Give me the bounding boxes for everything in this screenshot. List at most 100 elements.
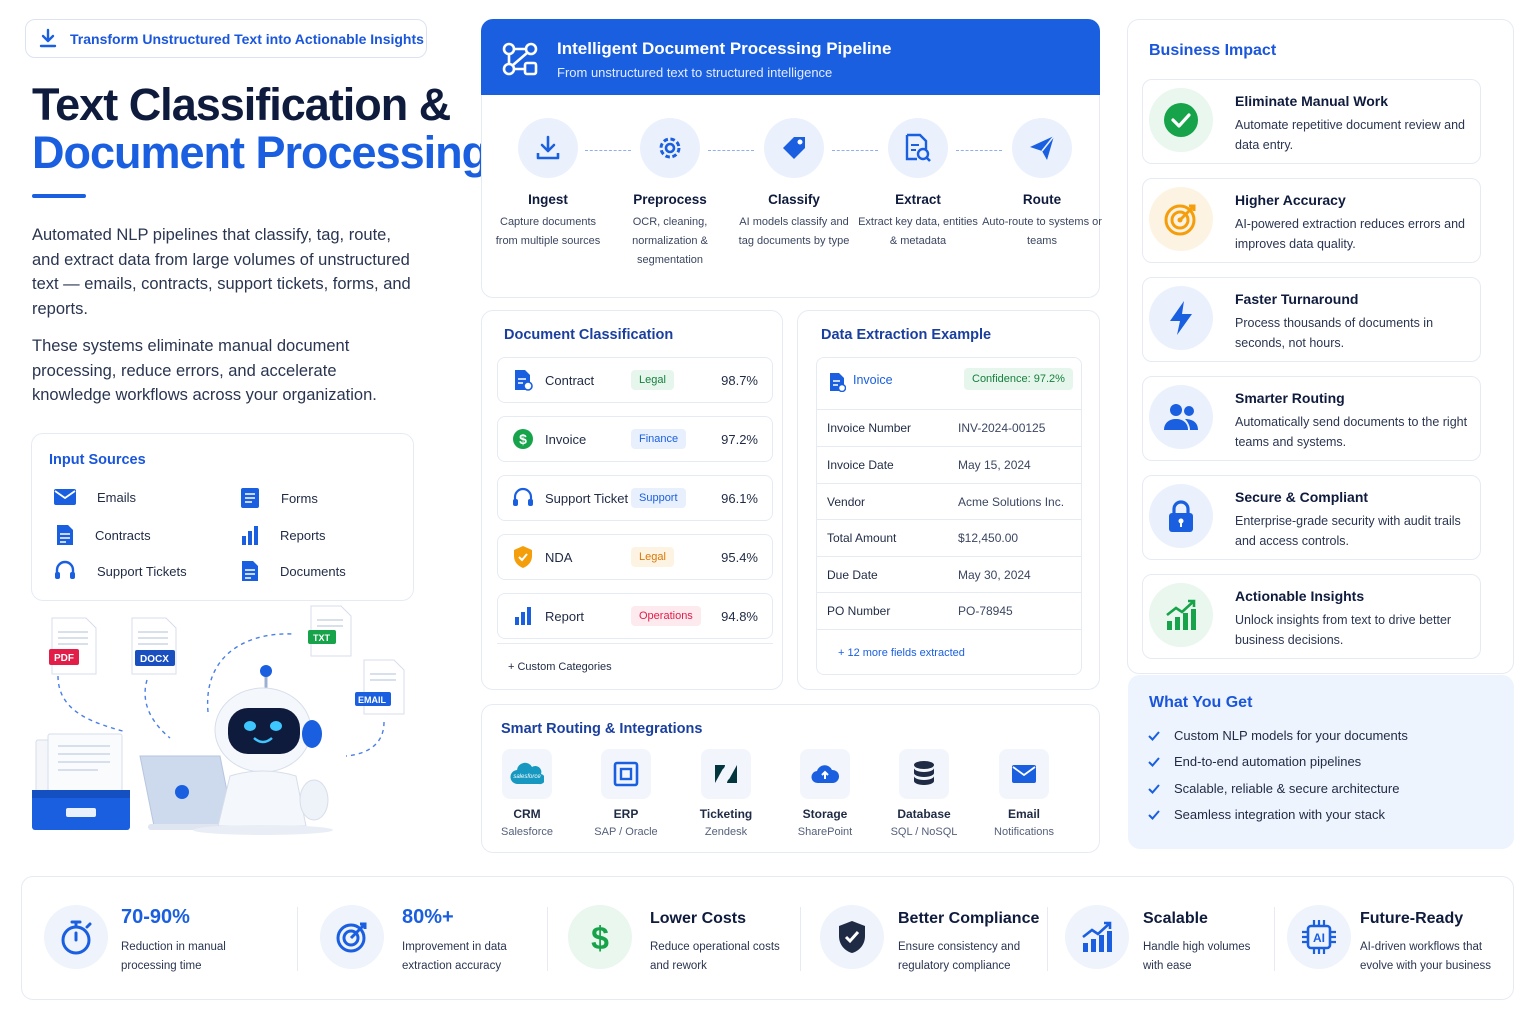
stats-bar: 70-90% Reduction in manual processing ti… — [21, 876, 1514, 1000]
file-label-pdf: PDF — [54, 653, 74, 664]
benefit-item: Scalable, reliable & secure architecture — [1148, 781, 1399, 796]
benefit-item: Custom NLP models for your documents — [1148, 728, 1408, 743]
bar-chart-icon — [512, 605, 534, 627]
integration-erp[interactable]: ERP SAP / Oracle — [581, 749, 671, 838]
stopwatch-icon — [59, 919, 93, 955]
svg-text:$: $ — [591, 920, 609, 955]
classification-row: Contract Legal 98.7% — [497, 357, 773, 403]
custom-categories-link[interactable]: + Custom Categories — [497, 643, 773, 689]
title-underline — [32, 194, 86, 198]
pipeline-step-ingest: Ingest Capture documents from multiple s… — [488, 118, 608, 251]
document-icon — [512, 369, 534, 391]
input-sources-title: Input Sources — [49, 452, 146, 468]
classification-row: $ Invoice Finance 97.2% — [497, 416, 773, 462]
svg-text:salesforce: salesforce — [513, 774, 541, 780]
bar-chart-icon — [240, 524, 260, 546]
classification-title: Document Classification — [504, 327, 674, 343]
page-title-line2: Document Processing — [32, 127, 489, 178]
confidence-value: 98.7% — [721, 372, 758, 388]
category-tag: Legal — [631, 547, 674, 567]
file-label-txt: TXT — [313, 633, 331, 643]
category-tag: Legal — [631, 370, 674, 390]
lock-icon — [1167, 499, 1195, 533]
tag-icon — [779, 133, 809, 163]
more-fields-link[interactable]: + 12 more fields extracted — [816, 629, 1082, 675]
shield-icon — [512, 545, 534, 569]
gear-icon — [655, 133, 685, 163]
what-you-get-card: What You Get Custom NLP models for your … — [1128, 675, 1514, 849]
pipeline-step-preprocess: Preprocess OCR, cleaning, normalization … — [610, 118, 730, 270]
routing-card: Smart Routing & Integrations salesforce … — [481, 704, 1100, 853]
classification-card: Document Classification Contract Legal 9… — [481, 310, 783, 690]
dollar-icon: $ — [588, 919, 612, 955]
svg-text:AI: AI — [1313, 931, 1325, 945]
cloud-upload-icon — [811, 763, 839, 785]
pipeline-step-extract: Extract Extract key data, entities & met… — [858, 118, 978, 251]
impact-item: Eliminate Manual Work Automate repetitiv… — [1142, 79, 1481, 164]
check-icon — [1148, 756, 1160, 767]
target-icon — [335, 920, 369, 954]
robot-illustration: PDF DOCX TXT EMAIL — [18, 604, 438, 839]
form-icon — [239, 487, 261, 509]
mail-icon — [53, 488, 77, 506]
what-you-get-title: What You Get — [1149, 694, 1253, 711]
file-label-docx: DOCX — [140, 654, 169, 665]
mail-icon — [1011, 764, 1037, 784]
impact-item: Faster Turnaround Process thousands of d… — [1142, 277, 1481, 362]
confidence-value: 97.2% — [721, 431, 758, 447]
check-icon — [1148, 809, 1160, 820]
stat-item: 70-90% Reduction in manual processing ti… — [42, 877, 302, 1001]
extraction-field-row: Total Amount$12,450.00 — [816, 519, 1082, 556]
extraction-title: Data Extraction Example — [821, 327, 992, 343]
benefit-paragraph: These systems eliminate manual document … — [32, 337, 377, 404]
stat-item: 80%+ Improvement in data extraction accu… — [318, 877, 548, 1001]
integration-ticketing[interactable]: Ticketing Zendesk — [681, 749, 771, 838]
document-icon — [828, 372, 846, 392]
source-contracts: Contracts — [55, 524, 151, 546]
intro-paragraph: Automated NLP pipelines that classify, t… — [32, 226, 411, 318]
extraction-panel — [816, 357, 1082, 675]
source-emails: Emails — [53, 488, 136, 506]
confidence-value: 94.8% — [721, 608, 758, 624]
dollar-icon: $ — [512, 428, 534, 450]
integration-storage[interactable]: Storage SharePoint — [780, 749, 870, 838]
pipeline-title: Intelligent Document Processing Pipeline — [557, 39, 892, 58]
impact-item: Higher Accuracy AI-powered extraction re… — [1142, 178, 1481, 263]
source-documents: Documents — [240, 560, 346, 582]
source-support-tickets: Support Tickets — [53, 560, 187, 582]
source-reports: Reports — [240, 524, 326, 546]
pipeline-connector — [956, 150, 1002, 151]
source-forms: Forms — [239, 487, 318, 509]
database-icon — [912, 760, 936, 788]
paper-plane-icon — [1027, 133, 1057, 163]
benefit-item: End-to-end automation pipelines — [1148, 754, 1361, 769]
impact-item: Secure & Compliant Enterprise-grade secu… — [1142, 475, 1481, 560]
workflow-icon — [501, 41, 539, 77]
svg-text:$: $ — [519, 431, 527, 447]
pipeline-header: Intelligent Document Processing Pipeline… — [481, 19, 1100, 96]
headset-icon — [512, 487, 534, 509]
business-impact-card: Business Impact Eliminate Manual Work Au… — [1127, 19, 1514, 674]
integration-database[interactable]: Database SQL / NoSQL — [879, 749, 969, 838]
integration-crm[interactable]: salesforce CRM Salesforce — [482, 749, 572, 838]
impact-item: Smarter Routing Automatically send docum… — [1142, 376, 1481, 461]
confidence-value: 96.1% — [721, 490, 758, 506]
document-icon — [55, 524, 75, 546]
document-search-icon — [904, 133, 932, 163]
headset-icon — [53, 560, 77, 582]
check-icon — [1148, 783, 1160, 794]
pipeline-step-classify: Classify AI models classify and tag docu… — [734, 118, 854, 251]
erp-grid-icon — [613, 761, 639, 787]
badge-label: Transform Unstructured Text into Actiona… — [70, 30, 424, 47]
confidence-badge: Confidence: 97.2% — [964, 368, 1073, 390]
classification-row: Support Ticket Support 96.1% — [497, 475, 773, 521]
salesforce-cloud-icon: salesforce — [510, 762, 544, 786]
pipeline-step-route: Route Auto-route to systems or teams — [982, 118, 1102, 251]
check-icon — [1148, 730, 1160, 741]
integration-email[interactable]: Email Notifications — [979, 749, 1069, 838]
confidence-value: 95.4% — [721, 549, 758, 565]
classification-row: NDA Legal 95.4% — [497, 534, 773, 580]
stat-item: $ Lower Costs Reduce operational costs a… — [568, 877, 808, 1001]
